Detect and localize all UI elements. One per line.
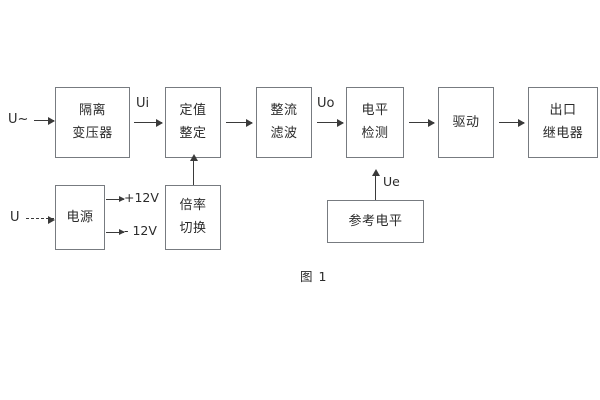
block-isolation-transformer-line1: 隔离: [78, 103, 106, 119]
input-label-u-ac: U~: [8, 112, 29, 127]
arrow-power-supply-positive-rail: [106, 196, 125, 202]
block-drive-line1: 驱动: [452, 114, 480, 130]
arrow-drive-to-output-relay: [499, 118, 525, 127]
arrow-u-ac-to-isolation-transformer: [34, 116, 55, 125]
block-output-relay: 出口 继电器: [528, 87, 598, 158]
figure-caption: 图 1: [300, 269, 328, 284]
rail-label-negative-12v: - 12V: [124, 223, 157, 238]
block-ratio-switch: 倍率 切换: [165, 185, 221, 250]
block-level-detect-line1: 电平: [361, 103, 389, 119]
arrow-reference-level-to-level-detect: [371, 169, 380, 200]
block-power-supply: 电源: [55, 185, 105, 250]
block-isolation-transformer: 隔离 变压器: [55, 87, 130, 158]
arrow-ratio-switch-to-setting-value: [189, 154, 198, 185]
block-power-supply-line1: 电源: [66, 209, 94, 225]
block-level-detect-line2: 检测: [361, 126, 389, 141]
rail-label-positive-12v: +12V: [124, 190, 159, 205]
block-setting-value-line2: 整定: [179, 126, 207, 141]
block-isolation-transformer-line2: 变压器: [72, 126, 113, 141]
block-reference-level: 参考电平: [327, 200, 424, 243]
block-level-detect: 电平 检测: [346, 87, 404, 158]
block-rectify-filter: 整流 滤波: [256, 87, 312, 158]
arrow-u-dc-to-power-supply: [26, 215, 55, 224]
signal-label-uo: Uo: [317, 96, 335, 111]
block-rectify-filter-line2: 滤波: [270, 126, 298, 141]
block-reference-level-line1: 参考电平: [348, 213, 403, 229]
block-drive: 驱动: [438, 87, 494, 158]
input-label-u-dc: U: [10, 210, 20, 225]
block-setting-value-line1: 定值: [179, 103, 207, 119]
block-setting-value: 定值 整定: [165, 87, 221, 158]
signal-label-ui: Ui: [136, 96, 150, 111]
block-rectify-filter-line1: 整流: [270, 103, 298, 119]
arrow-power-supply-negative-rail: [106, 229, 125, 235]
arrow-isolation-transformer-to-setting-value: [134, 118, 163, 127]
arrow-level-detect-to-drive: [409, 118, 435, 127]
block-ratio-switch-line2: 切换: [179, 221, 207, 236]
signal-label-ue: Ue: [383, 174, 400, 189]
arrow-rectify-filter-to-level-detect: [317, 118, 344, 127]
arrow-setting-value-to-rectify-filter: [226, 118, 253, 127]
block-output-relay-line1: 出口: [549, 103, 577, 119]
block-ratio-switch-line1: 倍率: [179, 198, 207, 214]
block-output-relay-line2: 继电器: [542, 126, 584, 141]
